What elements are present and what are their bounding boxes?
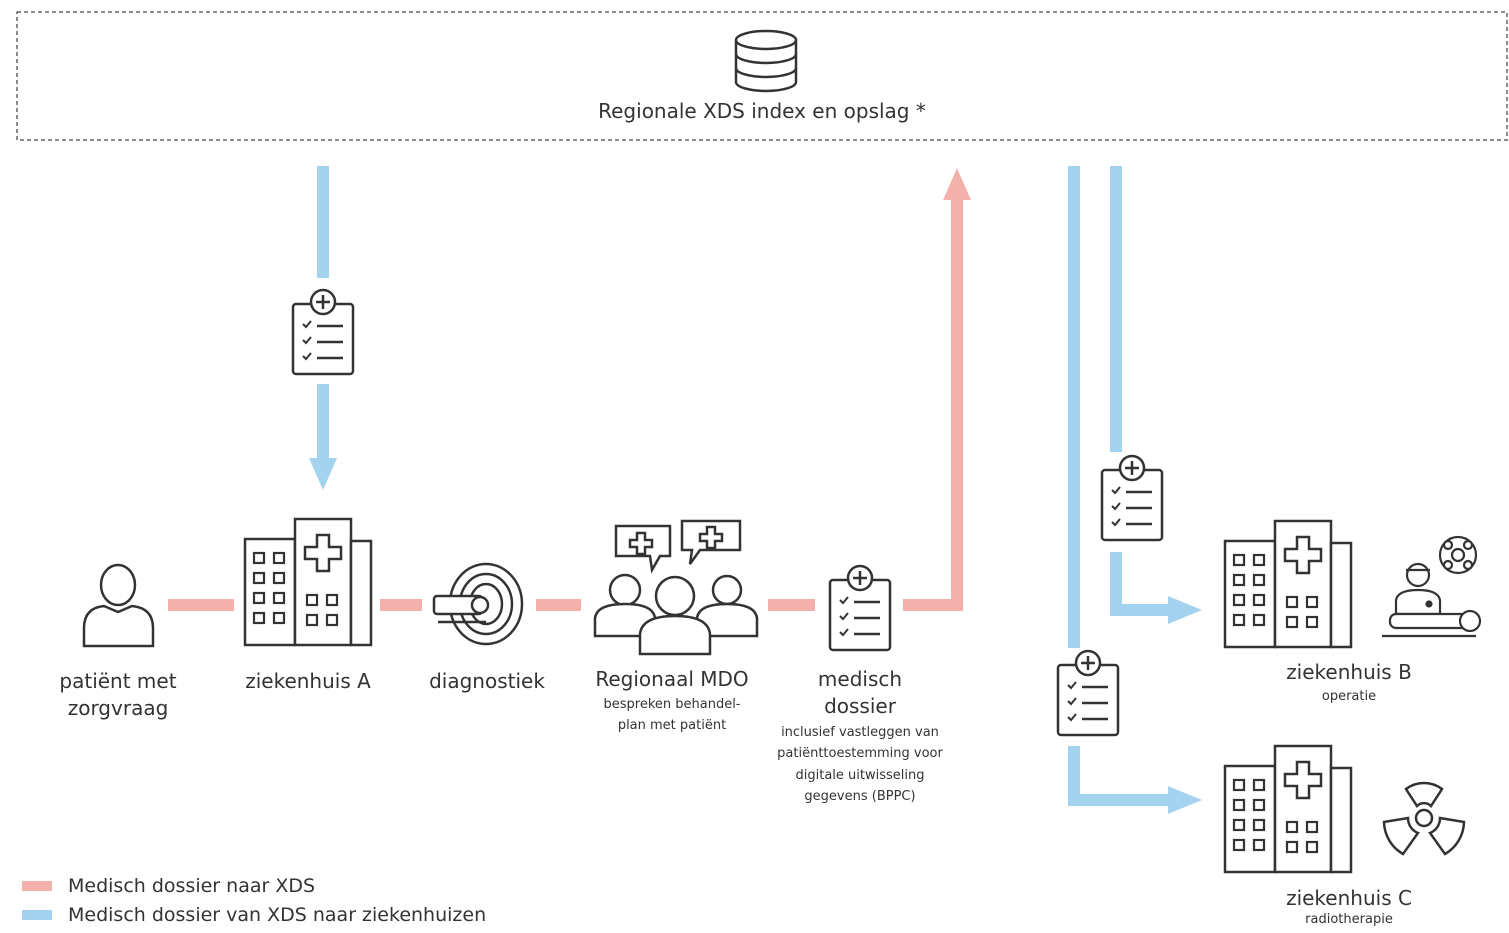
arrow-xds-to-hospital-b	[1110, 166, 1202, 624]
legend-item-to-xds: Medisch dossier naar XDS	[22, 875, 315, 897]
patient-label: patiënt met zorgvraag	[59, 669, 177, 720]
clipboard-icon	[1100, 454, 1164, 542]
hospital-a-label: ziekenhuis A	[245, 669, 371, 693]
hospital-icon	[1223, 744, 1353, 874]
legend-swatch-pink	[22, 881, 52, 891]
team-consult-icon	[593, 519, 759, 656]
mdo-label: Regionaal MDO	[595, 667, 749, 691]
mdo-sublabel: bespreken behandel-plan met patiënt	[603, 697, 741, 734]
hospital-icon	[243, 517, 373, 647]
surgeon-icon	[1382, 535, 1482, 638]
legend-label: Medisch dossier naar XDS	[68, 875, 316, 897]
hospital-c-sublabel: radiotherapie	[1305, 912, 1393, 927]
dossier-sublabel: inclusief vastleggen van patiënttoestemm…	[777, 725, 943, 805]
pink-connectors	[168, 168, 971, 611]
arrow-xds-to-hospital-a	[309, 166, 337, 490]
arrow-xds-to-hospital-c	[1068, 166, 1202, 814]
hospital-icon	[1223, 519, 1353, 649]
diagnostiek-label: diagnostiek	[429, 669, 545, 693]
legend-item-from-xds: Medisch dossier van XDS naar ziekenhuize…	[22, 904, 486, 926]
hospital-b-sublabel: operatie	[1321, 689, 1377, 704]
xds-box	[16, 11, 1508, 141]
clipboard-icon	[1056, 649, 1120, 737]
radiation-icon	[1382, 781, 1466, 856]
database-icon	[734, 29, 798, 93]
hospital-b-label: ziekenhuis B	[1286, 660, 1412, 684]
xds-title: Regionale XDS index en opslag *	[598, 99, 926, 123]
clipboard-icon	[291, 288, 355, 376]
legend-label: Medisch dossier van XDS naar ziekenhuize…	[68, 904, 487, 926]
clipboard-icon	[828, 564, 892, 652]
person-icon	[82, 563, 155, 648]
hospital-c-label: ziekenhuis C	[1286, 886, 1412, 910]
mri-scanner-icon	[432, 562, 524, 646]
legend-swatch-blue	[22, 910, 52, 920]
dossier-label: medisch dossier	[817, 667, 903, 718]
